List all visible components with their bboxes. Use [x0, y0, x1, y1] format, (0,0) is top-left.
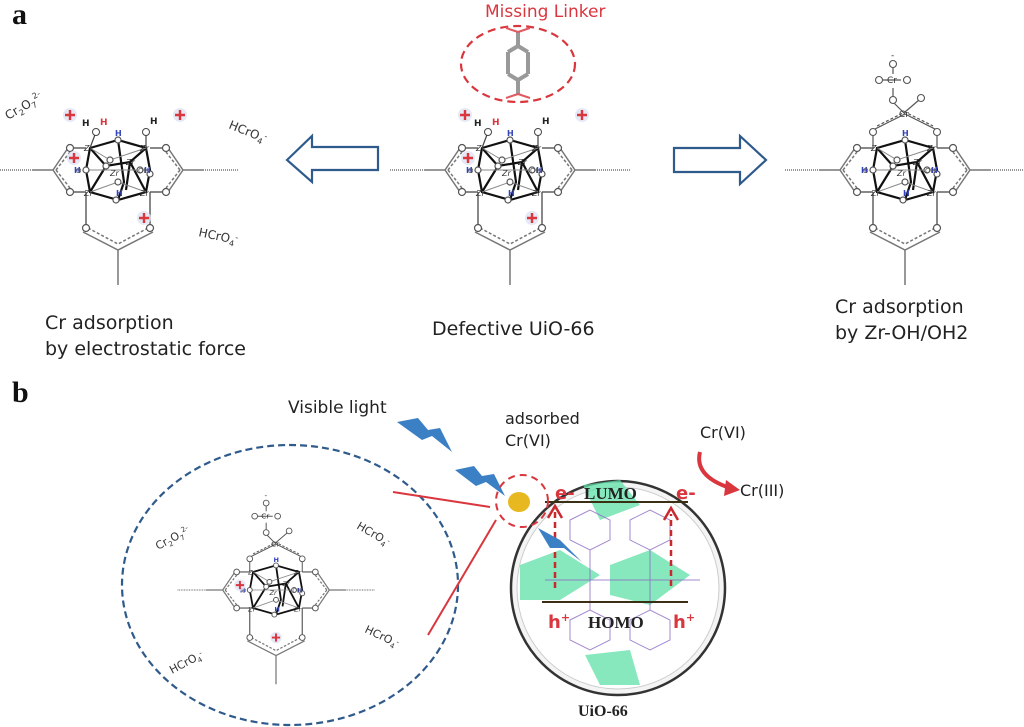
electron-left: e-	[555, 483, 575, 504]
panel-a-label: a	[12, 0, 27, 31]
caption-line: Cr(VI)	[505, 431, 551, 450]
svg-text:Cr2O72-: Cr2O72-	[153, 524, 193, 555]
cr6-label: Cr(VI)	[700, 423, 746, 442]
ion-hcro4: HCrO4-	[197, 225, 239, 249]
caption-line: Cr adsorption	[45, 312, 174, 334]
missing-linker-label: Missing Linker	[485, 2, 606, 22]
cluster-zr-oh	[783, 50, 1024, 287]
ion-hcro4: HCrO4-	[226, 118, 269, 148]
svg-text:HCrO4-: HCrO4-	[167, 648, 206, 678]
positive-charge-icon	[61, 106, 79, 124]
pointer-line	[427, 519, 497, 636]
positive-charge-icon	[171, 106, 189, 124]
adsorbed-cr6-sphere	[508, 492, 530, 512]
arrow-right-icon	[672, 133, 768, 187]
svg-text:HCrO4-: HCrO4-	[354, 519, 393, 550]
homo-label: HOMO	[588, 613, 644, 632]
svg-text:HCrO4-: HCrO4-	[362, 623, 402, 652]
adsorption-site-circle	[495, 474, 549, 528]
lightning-bolt-icon	[455, 466, 505, 496]
caption-line: by electrostatic force	[45, 338, 246, 360]
arrow-left-icon	[285, 133, 380, 185]
electron-right: e-	[676, 483, 696, 504]
caption-zr-oh: Cr adsorption by Zr-OH/OH2	[835, 294, 968, 346]
caption-line: adsorbed	[505, 409, 580, 428]
ion-cr2o7: Cr2O72-	[2, 89, 46, 124]
cluster-magnified	[176, 490, 376, 686]
cr3-label: Cr(III)	[740, 481, 785, 500]
visible-light-label: Visible light	[288, 398, 387, 418]
reduction-arrow-icon	[697, 451, 731, 490]
lightning-bolt-icon	[538, 528, 582, 562]
positive-charge-icon	[135, 209, 153, 227]
panel-a-diagram: Cr2O72- HCrO4- HCrO4-	[0, 24, 1024, 287]
caption-line: Cr adsorption	[835, 296, 964, 318]
cluster-defective	[388, 106, 632, 287]
panel-b-diagram: Cr2O72- HCrO4- HCrO4- HCrO4- e- e- LUMO …	[120, 418, 740, 727]
adsorbed-cr6-label: adsorbed Cr(VI)	[505, 408, 580, 452]
uio66-label: UiO-66	[578, 703, 628, 720]
panel-b-label: b	[12, 376, 29, 409]
linker-molecule-icon	[506, 32, 530, 94]
positive-charge-icon	[65, 149, 83, 167]
pointer-line	[392, 491, 491, 508]
lightning-bolt-icon	[397, 418, 452, 452]
lumo-label: LUMO	[584, 484, 637, 503]
missing-linker-circle	[459, 24, 577, 104]
caption-defective: Defective UiO-66	[432, 318, 595, 340]
caption-electrostatic: Cr adsorption by electrostatic force	[45, 310, 246, 362]
cluster-electrostatic	[0, 106, 240, 287]
magnified-view-circle	[120, 443, 460, 727]
caption-line: by Zr-OH/OH2	[835, 322, 969, 344]
